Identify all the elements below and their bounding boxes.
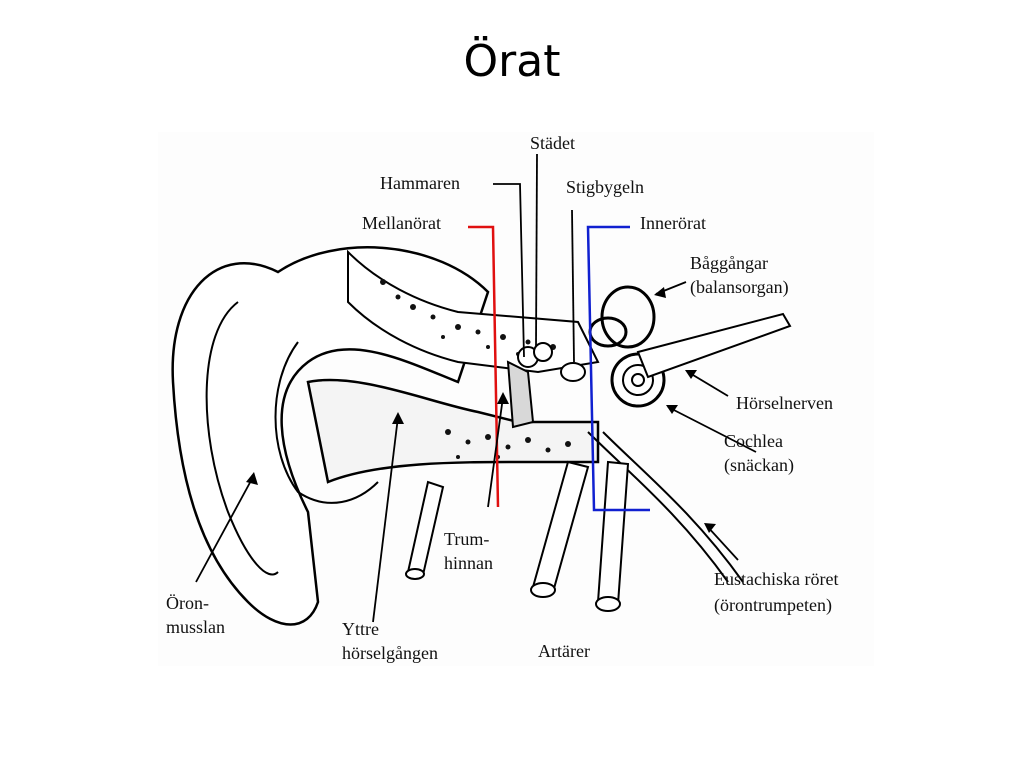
eardrum: [506, 360, 535, 429]
label-baggangar: Båggångar: [690, 253, 768, 273]
innerorat-bracket: [586, 225, 650, 512]
label-mellanorat: Mellanörat: [362, 213, 441, 233]
semicircular-canal-1: [600, 285, 656, 349]
pinna-inner-fold: [205, 301, 279, 576]
artery-3: [596, 460, 630, 606]
ear-canal: [306, 378, 600, 484]
label-trumhinnan-sub: hinnan: [444, 553, 493, 573]
ossicle-anvil: [533, 342, 553, 362]
label-cochlea-sub: (snäckan): [724, 455, 794, 475]
label-stigbygeln: Stigbygeln: [566, 177, 645, 197]
ear-diagram: Städet Hammaren Stigbygeln Mellanörat In…: [158, 132, 874, 666]
label-eustachiska: Eustachiska röret: [714, 569, 839, 589]
page-title: Örat: [463, 36, 561, 87]
concha: [274, 341, 379, 504]
ossicle-stirrup: [560, 362, 586, 382]
label-oron: Öron-: [166, 593, 209, 613]
label-trumhinnan: Trum-: [444, 529, 490, 549]
label-artarer: Artärer: [538, 641, 590, 661]
auditory-nerve: [636, 312, 792, 379]
label-baggangar-sub: (balansorgan): [690, 277, 789, 297]
label-stadet: Städet: [530, 133, 575, 153]
label-hammaren: Hammaren: [380, 173, 460, 193]
label-yttre: Yttre: [342, 619, 379, 639]
label-oron-sub: musslan: [166, 617, 226, 637]
mellanorat-bracket: [468, 225, 500, 508]
label-eustachiska-sub: (örontrumpeten): [714, 595, 832, 615]
label-innerorat: Innerörat: [640, 213, 706, 233]
label-cochlea: Cochlea: [724, 431, 783, 451]
artery-2: [531, 460, 590, 594]
semicircular-canal-2: [588, 316, 628, 348]
bone-speckles: [380, 279, 571, 459]
leader-lines: [195, 153, 757, 623]
label-yttre-sub: hörselgången: [342, 643, 438, 663]
arrowheads: [246, 287, 716, 533]
eustachian-tube: [587, 431, 744, 583]
label-horselnerven: Hörselnerven: [736, 393, 833, 413]
artery-1: [406, 480, 445, 577]
ear-illustration: [171, 153, 792, 626]
